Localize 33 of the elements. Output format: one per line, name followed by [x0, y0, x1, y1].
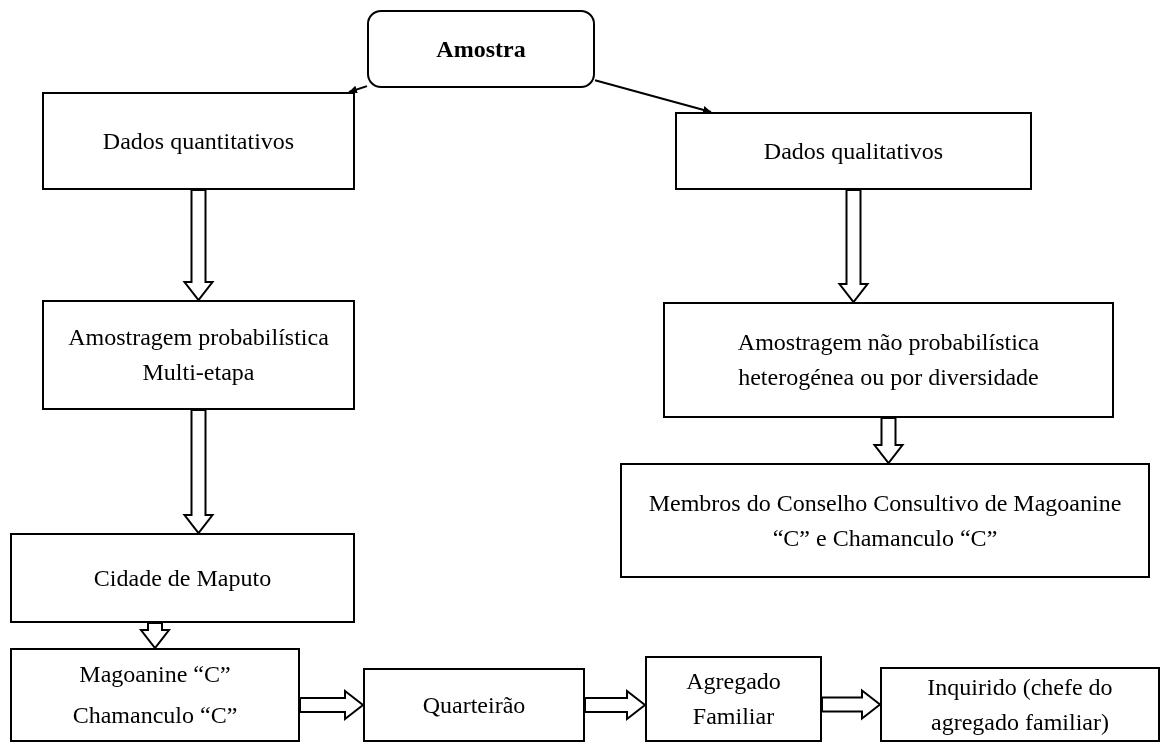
hollow-block-arrow: [872, 417, 905, 465]
box-label: Amostragem probabilística Multi-etapa: [67, 323, 330, 387]
hollow-block-arrow: [299, 688, 365, 722]
hollow-block-arrow: [584, 688, 647, 722]
box-label: Magoanine “C”: [79, 660, 231, 690]
rounded-box: [367, 10, 595, 88]
box-label: Membros do Conselho Consultivo de Magoanine “C” e Chamanculo “C”: [647, 488, 1123, 553]
hollow-block-arrow: [182, 409, 215, 535]
process-box: [363, 668, 585, 742]
box-label: Dados quantitativos: [102, 126, 295, 156]
arrow: [594, 79, 713, 114]
box-label: Agregado Familiar: [685, 667, 782, 731]
process-box: [42, 92, 355, 190]
process-box: [645, 656, 822, 742]
process-box: [675, 112, 1032, 190]
box-label: Amostra: [436, 34, 526, 64]
arrow: [347, 85, 368, 94]
box-label: Dados qualitativos: [763, 136, 944, 166]
box-label: Quarteirão: [422, 690, 526, 720]
box-label: Cidade de Maputo: [93, 563, 272, 593]
hollow-block-arrow: [837, 189, 870, 304]
process-box: [42, 300, 355, 410]
process-box: [10, 648, 300, 742]
box-label: Amostragem não probabilística heterogénea ou por diversidade: [736, 328, 1041, 392]
hollow-block-arrow: [138, 622, 172, 650]
hollow-block-arrow: [821, 688, 882, 721]
process-box: [10, 533, 355, 623]
hollow-block-arrow: [182, 189, 215, 302]
process-box: [880, 667, 1160, 742]
box-label: Inquirido (chefe do agregado familiar): [926, 672, 1114, 737]
process-box: [620, 463, 1150, 578]
box-label: Chamanculo “C”: [72, 701, 238, 731]
process-box: [663, 302, 1114, 418]
